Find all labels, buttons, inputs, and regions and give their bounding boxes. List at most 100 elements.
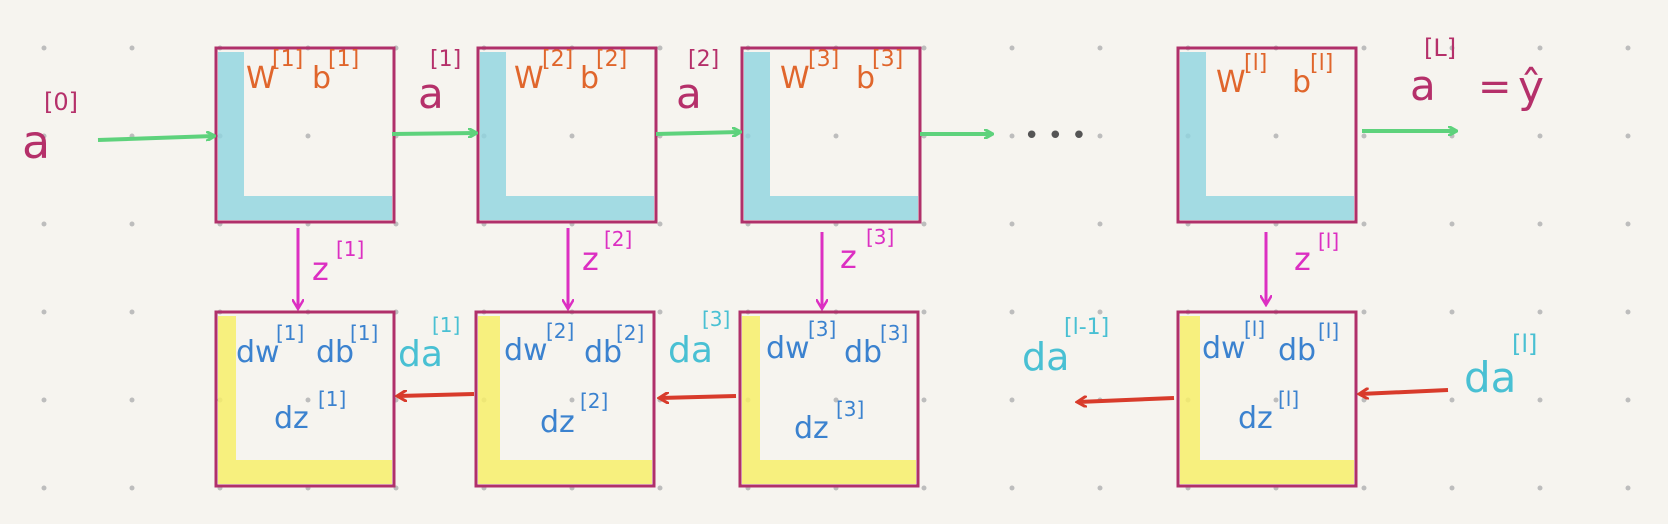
- backward-layer-1: dw [1] db [1] dz [1]: [214, 310, 396, 488]
- forward-layer-l: W [l] b [l]: [1176, 46, 1358, 224]
- grid-dot: [657, 221, 663, 227]
- w-label-l: W: [1216, 65, 1246, 100]
- db-label-l: db: [1278, 333, 1316, 368]
- output-activation-sup: [L]: [1424, 34, 1456, 62]
- da-label-1: da: [398, 334, 443, 375]
- w-sup-l: [l]: [1244, 51, 1267, 76]
- forward-fill-1: [218, 52, 392, 220]
- da-label-3-sup: [3]: [702, 307, 730, 331]
- grid-dot: [1625, 397, 1631, 403]
- activation-2-sup: [2]: [688, 47, 719, 72]
- grid-dot: [1009, 221, 1015, 227]
- grid-dot: [129, 221, 135, 227]
- y-hat: ŷ: [1518, 62, 1544, 113]
- da-label-l-minus-1: da: [1022, 335, 1069, 379]
- grid-dot: [129, 485, 135, 491]
- backward-layer-2: dw [2] db [2] dz [2]: [474, 310, 656, 488]
- grid-dot: [129, 397, 135, 403]
- dz-label-1: dz: [274, 401, 309, 436]
- grid-dot: [129, 45, 135, 51]
- grid-dot: [921, 309, 927, 315]
- z-label-2: z: [582, 240, 599, 278]
- da-label-1-sup: [1]: [432, 313, 460, 337]
- dz-label-3: dz: [794, 411, 829, 446]
- backward-fill-l: [1180, 316, 1354, 484]
- dw-sup-l: [l]: [1244, 317, 1265, 341]
- grid-dot: [1449, 133, 1455, 139]
- grid-dot: [1009, 397, 1015, 403]
- grid-dot: [1625, 221, 1631, 227]
- grid-dot: [1449, 221, 1455, 227]
- z-label-l: z: [1294, 240, 1311, 278]
- grid-dot: [1273, 133, 1279, 139]
- w-label-3: W: [780, 61, 810, 96]
- backward-fill-2: [478, 316, 652, 484]
- dz-sup-l: [l]: [1278, 387, 1299, 411]
- forward-fill-2: [480, 52, 654, 220]
- backward-arrow-input: [1360, 390, 1449, 394]
- forward-layer-3: W [3] b [3]: [740, 46, 922, 224]
- grid-dot: [1009, 485, 1015, 491]
- b-sup-l: [l]: [1310, 51, 1333, 76]
- grid-dot: [1361, 485, 1367, 491]
- grid-dot: [1361, 133, 1367, 139]
- grid-dot: [1449, 309, 1455, 315]
- grid-dot: [1625, 309, 1631, 315]
- backward-box-l: [1176, 310, 1358, 488]
- activation-1: a: [418, 69, 444, 118]
- grid-dot: [1361, 221, 1367, 227]
- dw-sup-2: [2]: [546, 319, 574, 343]
- backward-arrow-2-1: [398, 394, 475, 396]
- backward-layer-3: dw [3] db [3] dz [3]: [738, 310, 920, 488]
- input-activation: a: [22, 115, 50, 169]
- da-input-sup: [l]: [1512, 330, 1537, 358]
- grid-dot: [921, 485, 927, 491]
- grid-dot: [1625, 133, 1631, 139]
- grid-dot: [41, 309, 47, 315]
- forward-arrow-1-2: [391, 133, 476, 134]
- grid-dot: [1097, 221, 1103, 227]
- dw-sup-3: [3]: [808, 317, 836, 341]
- db-sup-3: [3]: [880, 321, 908, 345]
- da-label-l-minus-1-sup: [l-1]: [1064, 315, 1109, 340]
- equals-sign: =: [1478, 64, 1512, 110]
- grid-dot: [1537, 485, 1543, 491]
- backward-arrow-l-out: [1078, 398, 1175, 402]
- grid-dot: [129, 309, 135, 315]
- grid-dot: [1625, 485, 1631, 491]
- backward-box-2: [474, 310, 656, 488]
- z-sup-2: [2]: [604, 227, 632, 251]
- backward-layer-l: dw [l] db [l] dz [l]: [1176, 310, 1358, 488]
- ellipsis: • • •: [1024, 121, 1087, 151]
- w-sup-3: [3]: [808, 47, 839, 72]
- z-label-3: z: [840, 238, 857, 276]
- backward-fill-3: [742, 316, 916, 484]
- backward-arrow-3-2: [660, 396, 737, 398]
- grid-dot: [833, 133, 839, 139]
- dz-sup-3: [3]: [836, 397, 864, 421]
- grid-dot: [657, 485, 663, 491]
- grid-dot: [1361, 309, 1367, 315]
- grid-dot: [41, 221, 47, 227]
- forward-box-l: [1176, 46, 1358, 224]
- grid-dot: [1537, 45, 1543, 51]
- dw-label-2: dw: [504, 333, 548, 368]
- da-label-3: da: [668, 330, 713, 371]
- forward-arrow-input: [97, 136, 214, 142]
- grid-dot: [1097, 45, 1103, 51]
- grid-dot: [921, 221, 927, 227]
- grid-dot: [41, 45, 47, 51]
- w-label-2: W: [514, 61, 544, 96]
- dw-sup-1: [1]: [276, 321, 304, 345]
- dz-label-2: dz: [540, 405, 575, 440]
- grid-dot: [1449, 485, 1455, 491]
- grid-dot: [1097, 309, 1103, 315]
- grid-dot: [1537, 397, 1543, 403]
- grid-dot: [1449, 397, 1455, 403]
- grid-dot: [1537, 221, 1543, 227]
- grid-dot: [569, 397, 575, 403]
- da-input: da: [1464, 353, 1516, 402]
- db-sup-1: [1]: [350, 321, 378, 345]
- b-label-2: b: [580, 61, 599, 96]
- forward-arrow-2-3: [655, 132, 740, 134]
